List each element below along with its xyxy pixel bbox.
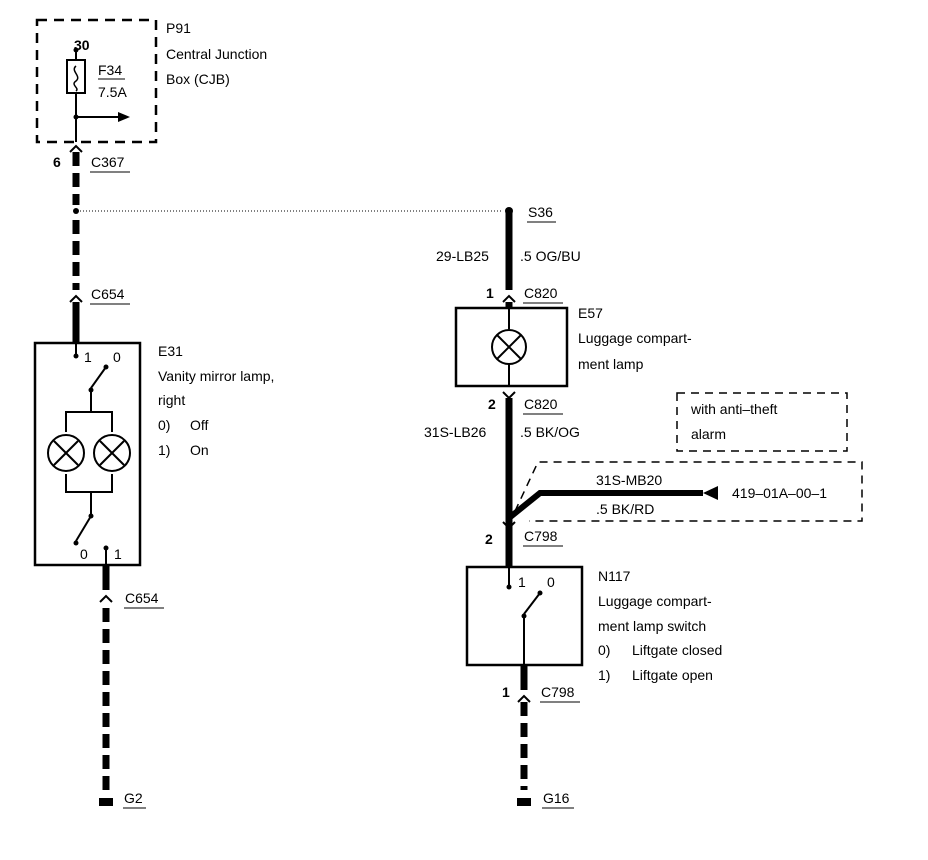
e57-luggage-lamp: E57 Luggage compart- ment lamp xyxy=(454,305,692,388)
e31-vanity-mirror-lamp: 1 0 0 1 E31 Vanity mirror lamp, right 0)… xyxy=(33,341,274,567)
c654-bottom-id-label: C654 xyxy=(125,590,159,606)
c798-bottom-connector: 1 C798 xyxy=(502,684,580,703)
c820-top-id-label: C820 xyxy=(524,285,558,301)
n117-state1-num: 1) xyxy=(598,667,610,683)
antitheft-branch-outline xyxy=(508,461,863,525)
n117-state0-num: 0) xyxy=(598,642,610,658)
p91-id-label: P91 xyxy=(166,20,191,36)
p91-pin-label: 30 xyxy=(74,37,90,53)
c798-top-id-label: C798 xyxy=(524,528,558,544)
wire-upper-circuit: 29-LB25 xyxy=(436,248,489,264)
n117-pin0: 0 xyxy=(547,574,555,590)
e31-top-switch-icon xyxy=(90,366,107,389)
e57-box xyxy=(454,306,569,388)
connector-arrow-icon xyxy=(703,486,718,500)
s36-id-label: S36 xyxy=(528,204,553,220)
e31-state1-num: 1) xyxy=(158,442,170,458)
e31-bottom-switch-icon xyxy=(75,515,92,542)
ground-icon xyxy=(99,798,113,806)
e31-state0-label: Off xyxy=(190,417,209,433)
p91-name-line1: Central Junction xyxy=(166,46,267,62)
wire-branch-ref: 419–01A–00–1 xyxy=(732,485,827,501)
c820-bottom-connector: 2 C820 xyxy=(488,391,563,415)
c367-connector: 6 C367 xyxy=(53,144,130,173)
c798-top-pin: 2 xyxy=(485,531,493,547)
antitheft-branch: 31S-MB20 .5 BK/RD 419–01A–00–1 xyxy=(507,461,863,525)
e57-name-line1: Luggage compart- xyxy=(578,330,692,346)
c820-bottom-pin: 2 xyxy=(488,396,496,412)
c367-id-label: C367 xyxy=(91,154,125,170)
c654-bottom-connector: C654 xyxy=(99,590,164,609)
e31-name-line1: Vanity mirror lamp, xyxy=(158,368,274,384)
ground-g2: G2 xyxy=(99,790,146,809)
ground-icon xyxy=(517,798,531,806)
c820-top-pin: 1 xyxy=(486,285,494,301)
c654-top-id-label: C654 xyxy=(91,286,125,302)
c820-bottom-id-label: C820 xyxy=(524,396,558,412)
e31-bottom-pin1: 1 xyxy=(114,546,122,562)
p91-dashed-outline xyxy=(35,18,158,144)
e31-top-pin1: 1 xyxy=(84,349,92,365)
wire-branch-circuit: 31S-MB20 xyxy=(596,472,662,488)
splice-left-dot xyxy=(73,208,79,214)
e31-top-pin0: 0 xyxy=(113,349,121,365)
c654-top-connector: C654 xyxy=(69,286,130,305)
n117-state0-label: Liftgate closed xyxy=(632,642,722,658)
n117-name-line2: ment lamp switch xyxy=(598,618,706,634)
lamp-icon xyxy=(93,434,131,472)
p91-name-line2: Box (CJB) xyxy=(166,71,230,87)
n117-id-label: N117 xyxy=(598,568,631,584)
n117-luggage-lamp-switch: 1 0 N117 Luggage compart- ment lamp swit… xyxy=(465,565,722,683)
n117-switch-icon xyxy=(523,592,541,615)
antitheft-option-box: with anti–theft alarm xyxy=(676,392,848,452)
c798-top-connector: 2 C798 xyxy=(485,521,563,547)
e31-id-label: E31 xyxy=(158,343,183,359)
fuse-rating-label: 7.5A xyxy=(98,84,127,100)
e31-box xyxy=(33,341,142,567)
n117-name-line1: Luggage compart- xyxy=(598,593,712,609)
e31-bottom-pin0: 0 xyxy=(80,546,88,562)
splice-s36: S36 xyxy=(505,204,556,223)
lamp-icon xyxy=(47,434,85,472)
e31-name-line2: right xyxy=(158,392,185,408)
c798-bottom-pin: 1 xyxy=(502,684,510,700)
e31-state0-num: 0) xyxy=(158,417,170,433)
c820-top-connector: 1 C820 xyxy=(486,285,563,304)
wire-branch-spec: .5 BK/RD xyxy=(596,501,654,517)
e57-name-line2: ment lamp xyxy=(578,356,644,372)
n117-pin1: 1 xyxy=(518,574,526,590)
p91-junction-box: 30 F34 7.5A P91 Central Junction Box (CJ… xyxy=(35,18,267,144)
e57-id-label: E57 xyxy=(578,305,603,321)
c367-pin-label: 6 xyxy=(53,154,61,170)
g2-id-label: G2 xyxy=(124,790,143,806)
e31-state1-label: On xyxy=(190,442,209,458)
n117-state1-label: Liftgate open xyxy=(632,667,713,683)
antitheft-line2: alarm xyxy=(691,426,726,442)
wire-mid-spec: .5 BK/OG xyxy=(520,424,580,440)
ground-g16: G16 xyxy=(517,790,574,809)
wire-antitheft-branch xyxy=(507,490,703,521)
wire-mid-circuit: 31S-LB26 xyxy=(424,424,486,440)
wire-upper-spec: .5 OG/BU xyxy=(520,248,581,264)
fuse-id-label: F34 xyxy=(98,62,122,78)
g16-id-label: G16 xyxy=(543,790,570,806)
antitheft-line1: with anti–theft xyxy=(690,401,777,417)
c798-bottom-id-label: C798 xyxy=(541,684,575,700)
lamp-icon xyxy=(491,329,527,365)
